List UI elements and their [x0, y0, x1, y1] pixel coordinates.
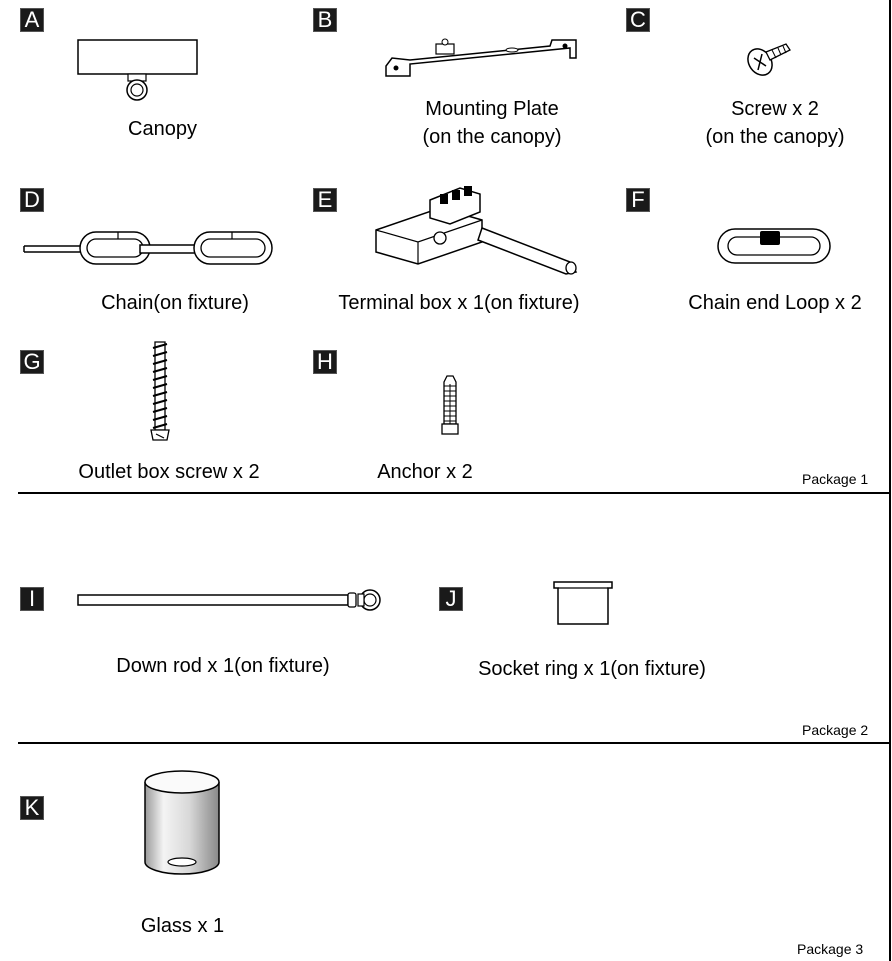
part-label-mounting-plate-note: (on the canopy)	[422, 126, 562, 148]
socket-ring-icon	[553, 581, 613, 625]
chain-icon	[23, 231, 273, 265]
part-letter-b: B	[313, 8, 337, 32]
part-letter-e: E	[313, 188, 337, 212]
anchor-icon	[441, 375, 459, 435]
part-letter-j: J	[439, 587, 463, 611]
screw-icon	[747, 43, 791, 76]
part-label-chain: Chain(on fixture)	[101, 292, 249, 314]
part-letter-k: K	[20, 796, 44, 820]
part-label-outlet-box-screw: Outlet box screw x 2	[78, 461, 260, 483]
mounting-plate-icon	[385, 38, 577, 77]
canopy-icon	[77, 39, 198, 101]
part-letter-d: D	[20, 188, 44, 212]
package-label-3: Package 3	[797, 941, 864, 957]
section-divider-1	[18, 492, 890, 494]
part-label-glass: Glass x 1	[140, 915, 225, 937]
glass-icon	[144, 770, 220, 875]
part-label-screw-note: (on the canopy)	[705, 126, 845, 148]
part-letter-i: I	[20, 587, 44, 611]
terminal-box-icon	[375, 186, 578, 275]
chain-loop-icon	[717, 228, 831, 264]
part-letter-c: C	[626, 8, 650, 32]
part-label-canopy: Canopy	[128, 118, 197, 140]
package-label-2: Package 2	[802, 722, 869, 738]
outlet-box-screw-icon	[150, 341, 170, 441]
part-letter-f: F	[626, 188, 650, 212]
part-letter-g: G	[20, 350, 44, 374]
package-label-1: Package 1	[802, 471, 869, 487]
section-divider-2	[18, 742, 890, 744]
part-label-socket-ring: Socket ring x 1(on fixture)	[478, 658, 706, 680]
part-letter-a: A	[20, 8, 44, 32]
part-label-chain-loop: Chain end Loop x 2	[688, 292, 862, 314]
down-rod-icon	[77, 589, 381, 611]
part-label-mounting-plate: Mounting Plate	[425, 98, 559, 120]
part-letter-h: H	[313, 350, 337, 374]
part-label-terminal-box: Terminal box x 1(on fixture)	[338, 292, 580, 314]
part-label-anchor: Anchor x 2	[377, 461, 473, 483]
part-label-screw: Screw x 2	[731, 98, 819, 120]
right-border	[889, 0, 891, 961]
part-label-down-rod: Down rod x 1(on fixture)	[116, 655, 330, 677]
